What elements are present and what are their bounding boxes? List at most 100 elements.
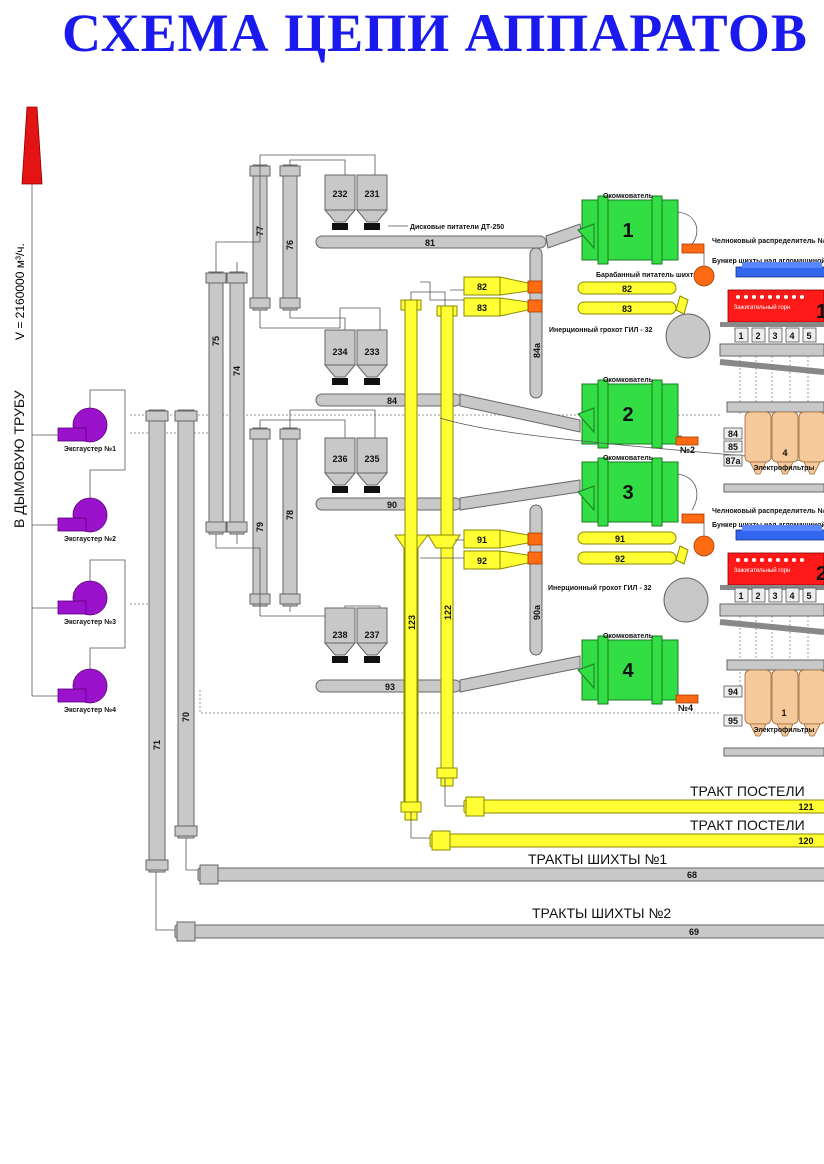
shuttle-1-label: Челноковый распределитель №1	[712, 237, 824, 245]
conveyor-120	[429, 830, 824, 851]
roll-drum-1	[665, 313, 711, 359]
conveyor-83-right	[577, 295, 689, 315]
conveyor-label: 69	[689, 927, 699, 937]
exhauster-2	[57, 497, 108, 533]
bunker-label: 235	[364, 454, 379, 464]
pelletizer-drum-3	[577, 457, 679, 527]
shuttle-distributor-4	[675, 694, 699, 704]
conveyor-71	[145, 409, 169, 873]
conveyor-label: 84	[387, 396, 397, 406]
windbox-number: 5	[806, 331, 811, 341]
pelletizer-label: Окомкователь	[603, 455, 654, 462]
bunker-234	[323, 329, 357, 385]
conveyor-label: 121	[798, 802, 813, 812]
bunker-label: 238	[332, 630, 347, 640]
windbox-number: 4	[789, 591, 794, 601]
electrofilter-bank-b	[723, 659, 824, 757]
screen-label-2: Инерционный грохот ГИЛ - 32	[548, 584, 652, 592]
conveyor-123	[394, 299, 430, 821]
screen-label-1: Инерционный грохот ГИЛ - 32	[549, 326, 653, 334]
tank-84	[723, 427, 743, 440]
stack-label: В ДЫМОВУЮ ТРУБУ	[11, 390, 27, 528]
pelletizer-label: Окомкователь	[603, 633, 654, 640]
conveyor-90	[315, 479, 581, 511]
conveyor-93	[315, 655, 581, 693]
conveyor-label: 91	[477, 535, 487, 545]
conveyor-label: 84а	[532, 342, 542, 358]
conveyor-label: 82	[622, 284, 632, 294]
tank-label: 84	[728, 429, 738, 439]
conveyor-84	[315, 393, 581, 433]
conveyor-82-right	[577, 281, 677, 295]
conveyor-label: 83	[622, 304, 632, 314]
transfer-lines	[155, 154, 381, 931]
tract-label: ТРАКТЫ ШИХТЫ №1	[528, 851, 667, 867]
windbox-row-1	[734, 327, 817, 343]
flow-rate-label: V = 2160000 м³/ч.	[13, 243, 27, 340]
bunker-236	[323, 437, 357, 493]
pelletizer-label: Окомкователь	[603, 193, 654, 200]
windbox-number: 3	[772, 591, 777, 601]
conveyor-label: 82	[477, 282, 487, 292]
pelletizer-drum-1	[577, 195, 679, 265]
drum-number: 4	[622, 660, 634, 682]
exhauster-1	[57, 407, 108, 443]
tank-87a	[723, 454, 743, 467]
splitter-91-92	[463, 529, 543, 570]
conveyor-68	[197, 864, 824, 885]
exhauster-3	[57, 580, 108, 616]
roll-drum-2	[663, 577, 709, 623]
conveyor-label: 90а	[532, 604, 542, 620]
drum-number: 1	[622, 220, 633, 242]
tank-85	[723, 440, 743, 453]
filters-label: Электрофильтры	[754, 465, 815, 472]
conveyor-84a	[529, 247, 543, 399]
conveyor-label: 123	[407, 615, 417, 630]
conveyor-label: 75	[211, 336, 221, 346]
shuttle-distributor-3	[681, 513, 715, 557]
conveyor-70	[174, 409, 198, 839]
conveyor-label: 74	[232, 366, 242, 376]
windbox-number: 4	[789, 331, 794, 341]
conveyor-75	[205, 271, 227, 535]
furnace-label: Зажигательный горн	[734, 304, 791, 311]
filters-label: Электрофильтры	[754, 727, 815, 734]
shuttle-no2-label: №2	[680, 445, 695, 455]
machine-number: 1	[816, 301, 824, 323]
tank-label: 87а	[725, 456, 741, 466]
windbox-number: 2	[755, 331, 760, 341]
conveyor-81	[315, 223, 583, 249]
machine-number: 2	[816, 563, 824, 585]
conveyor-69	[174, 921, 824, 942]
bunker-label: 231	[364, 189, 379, 199]
conveyor-121	[463, 796, 824, 817]
conveyor-90a	[529, 504, 543, 656]
bunker-label: 237	[364, 630, 379, 640]
shuttle-distributor-2	[675, 436, 699, 446]
tank-label: 95	[728, 716, 738, 726]
bunker-235	[355, 437, 389, 493]
bunker-237	[355, 607, 389, 663]
tank-95	[723, 714, 743, 727]
shuttle-no4-label: №4	[678, 703, 693, 713]
conveyor-label: 92	[477, 556, 487, 566]
conveyor-label: 91	[615, 534, 625, 544]
conveyor-label: 68	[687, 870, 697, 880]
windbox-number: 5	[806, 591, 811, 601]
drum-number: 3	[622, 482, 633, 504]
conveyor-label: 70	[181, 712, 191, 722]
windbox-number: 3	[772, 331, 777, 341]
electrofilter-bank-a	[723, 401, 824, 493]
windbox-number: 1	[738, 591, 743, 601]
tank-label: 85	[728, 442, 738, 452]
bunker-label: 233	[364, 347, 379, 357]
windbox-number: 1	[738, 331, 743, 341]
drum-number: 2	[622, 404, 633, 426]
windbox-row-2	[734, 587, 817, 603]
tract-label: ТРАКТ ПОСТЕЛИ	[690, 817, 805, 833]
exhaust-lines	[32, 389, 720, 714]
furnace-label: Зажигательный горн	[734, 567, 791, 574]
conveyor-label: 83	[477, 303, 487, 313]
conveyor-label: 120	[798, 836, 813, 846]
